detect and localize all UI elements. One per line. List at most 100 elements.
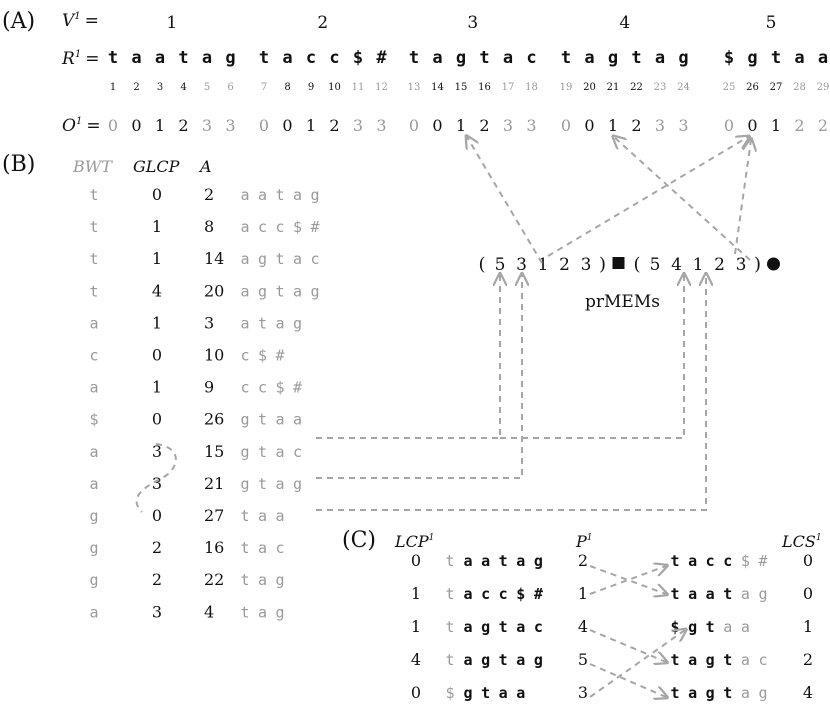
suffix-char: a (240, 186, 249, 204)
position-index: 18 (525, 82, 538, 93)
suffix-char: a (240, 282, 249, 300)
c-right-char: g (758, 585, 767, 603)
suffix-char: g (275, 571, 284, 589)
r-char: # (376, 48, 387, 68)
svg-text:V1=: V1= (62, 11, 99, 31)
position-index: 15 (455, 82, 468, 93)
suffix-char: t (275, 186, 284, 204)
suffix-char: t (258, 475, 267, 493)
r-char: t (409, 48, 419, 68)
arrow-c-row4 (589, 663, 666, 697)
suffix-char: t (240, 539, 249, 557)
suffix-char: # (310, 218, 319, 236)
svg-text:LCS1: LCS1 (781, 532, 822, 551)
suffix-char: a (240, 250, 249, 268)
connector-arrows (135, 137, 751, 697)
panel-b-headers: BWT GLCP A (72, 157, 212, 176)
o-eq: = (86, 116, 100, 136)
a-value: 27 (204, 506, 224, 525)
r-char: $ (724, 48, 734, 68)
position-index: 26 (746, 82, 759, 93)
c-right-char: c (758, 651, 767, 669)
bwt-char: $ (89, 411, 98, 429)
v-eq: = (85, 11, 99, 31)
a-value: 2 (204, 185, 214, 204)
r-char: a (131, 48, 141, 68)
o-value: 1 (306, 116, 316, 135)
arrow-square-to-o26 (547, 137, 748, 257)
c-right-char: a (688, 684, 697, 702)
glcp-value: 3 (152, 602, 162, 621)
lcs-value: 1 (803, 617, 813, 636)
a-value: 22 (204, 570, 224, 589)
r-char: a (655, 48, 665, 68)
o-value: 0 (584, 116, 594, 135)
panel-c-headers: LCP1 P1 LCS1 (394, 532, 822, 551)
r-char: g (608, 48, 618, 68)
o-value: 0 (561, 116, 571, 135)
suffix-char: g (310, 282, 319, 300)
o-value: 2 (818, 116, 828, 135)
c-rest-char: g (463, 684, 472, 702)
c-right-char: g (706, 684, 715, 702)
tuple-value: 5 (650, 255, 661, 275)
lcs-value: 2 (803, 650, 813, 669)
bwt-char: c (89, 347, 98, 365)
position-index: 23 (654, 82, 667, 93)
suffix-char: t (240, 603, 249, 621)
c-rest-char: a (516, 651, 525, 669)
c-first-char: $ (445, 684, 454, 702)
suffix-char: a (258, 539, 267, 557)
tuple-open-paren: ( (478, 254, 485, 275)
lcs-value: 0 (803, 551, 813, 570)
lcs-value: 4 (803, 683, 813, 702)
suffix-char: a (258, 571, 267, 589)
position-index: 21 (607, 82, 620, 93)
o-value: 3 (225, 116, 235, 135)
section-label-b: (B) (2, 152, 35, 177)
position-index: 2 (133, 82, 139, 93)
o-value: 2 (178, 116, 188, 135)
p-value: 5 (578, 650, 588, 669)
c-rest-char: a (499, 684, 508, 702)
glcp-value: 2 (152, 570, 162, 589)
suffix-char: $ (258, 347, 267, 365)
p-value: 3 (578, 683, 588, 702)
svg-text:O1=: O1= (62, 116, 101, 136)
a-value: 21 (204, 474, 224, 493)
o-value: 0 (131, 116, 141, 135)
glcp-value: 1 (152, 217, 162, 236)
position-index: 1 (110, 82, 116, 93)
o-value: 3 (678, 116, 688, 135)
c-first-char: t (445, 618, 454, 636)
bwt-char: a (89, 379, 98, 397)
o-value: 0 (409, 116, 419, 135)
c-right-char: a (741, 585, 750, 603)
c-right-char: a (741, 618, 750, 636)
section-label-c: (C) (342, 528, 376, 553)
c-right-char: a (688, 651, 697, 669)
suffix-char: c (310, 250, 319, 268)
position-index: 16 (478, 82, 491, 93)
p-value: 2 (578, 551, 588, 570)
c-right-char: a (706, 585, 715, 603)
r-char: a (794, 48, 804, 68)
section-label-a: (A) (2, 9, 35, 34)
tuple-value: 4 (671, 255, 682, 275)
o-value: 2 (794, 116, 804, 135)
c-rest-char: c (534, 618, 543, 636)
position-index: 4 (180, 82, 186, 93)
r-char: g (678, 48, 688, 68)
p-sup: 1 (587, 533, 593, 543)
c-rest-char: t (499, 651, 508, 669)
arrow-row15-to-tuple1 (316, 275, 522, 479)
glcp-value: 3 (152, 442, 162, 461)
r-char: t (178, 48, 188, 68)
c-right-char: g (688, 618, 697, 636)
c-right-char: t (723, 651, 732, 669)
c-rest-char: t (499, 552, 508, 570)
tuple-value: 2 (714, 255, 725, 275)
